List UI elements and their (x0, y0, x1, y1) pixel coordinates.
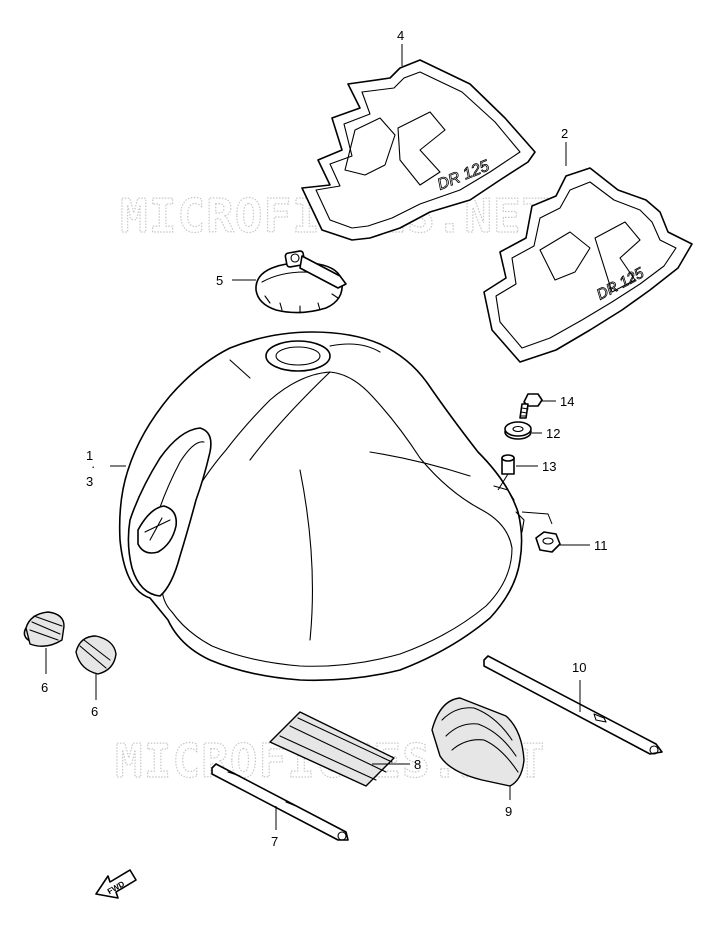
washer-part-12 (504, 421, 532, 440)
callout-6b: 6 (91, 704, 98, 719)
bolt-part-14 (519, 393, 543, 419)
callout-13: 13 (542, 459, 556, 474)
fuel-tank-part-1-3 (118, 331, 525, 682)
callout-2: 2 (561, 126, 568, 141)
fuel-cap-part-5 (255, 250, 347, 314)
callout-11: 11 (594, 538, 608, 553)
decal-left-part-4: DR 125 (301, 59, 536, 241)
pad-part-8 (269, 711, 395, 787)
leader-11a (521, 511, 553, 525)
cover-part-9 (431, 697, 525, 787)
callout-3: 3 (86, 474, 93, 489)
callout-7: 7 (271, 834, 278, 849)
strap-part-10 (483, 655, 663, 755)
callout-5: 5 (216, 273, 223, 288)
decal-right-part-2: DR 125 (483, 167, 693, 363)
fwd-arrow-icon: FWD (95, 869, 137, 899)
callout-12: 12 (546, 426, 560, 441)
cushion-part-6b (75, 635, 117, 675)
callout-9: 9 (505, 804, 512, 819)
callout-10: 10 (572, 660, 586, 675)
nut-part-11 (535, 531, 561, 553)
strap-part-7 (211, 763, 349, 841)
collar-part-13 (497, 454, 515, 491)
callout-8: 8 (414, 757, 421, 772)
callout-4: 4 (397, 28, 404, 43)
callout-separator: · (91, 459, 95, 474)
callout-14: 14 (560, 394, 574, 409)
callout-6a: 6 (41, 680, 48, 695)
callout-1: 1 (86, 448, 93, 463)
cushion-part-6a (23, 611, 65, 647)
